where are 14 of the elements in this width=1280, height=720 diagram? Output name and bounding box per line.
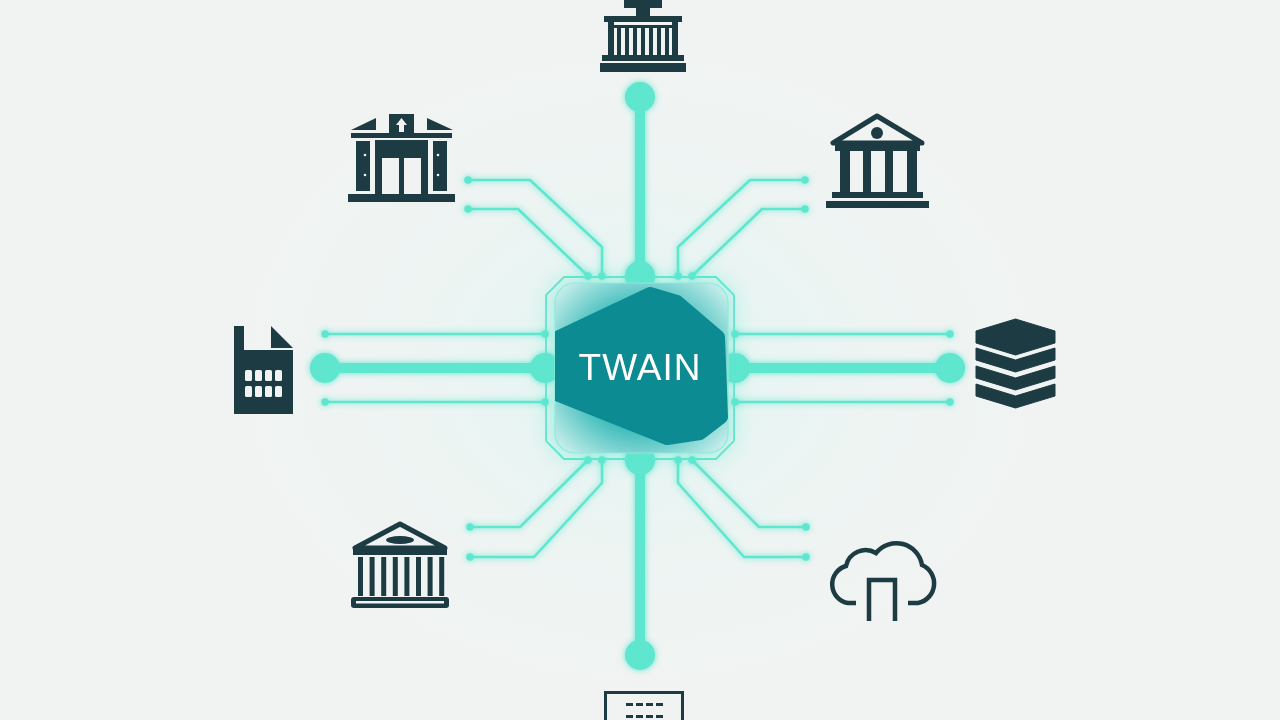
connector-line: [688, 205, 809, 280]
connector-line: [464, 205, 592, 280]
connector-line: [466, 456, 606, 561]
connector-line: [464, 176, 606, 280]
connector-line: [688, 456, 810, 531]
connector-line: [674, 456, 810, 561]
connector-line: [731, 330, 954, 338]
chip-node: [545, 276, 735, 460]
connector-line: [466, 456, 592, 531]
connector-line: [321, 398, 549, 406]
connector-line: [731, 398, 954, 406]
connector-line: [321, 330, 549, 338]
connector-line: [674, 176, 809, 280]
node-label: TWAIN: [578, 347, 702, 389]
